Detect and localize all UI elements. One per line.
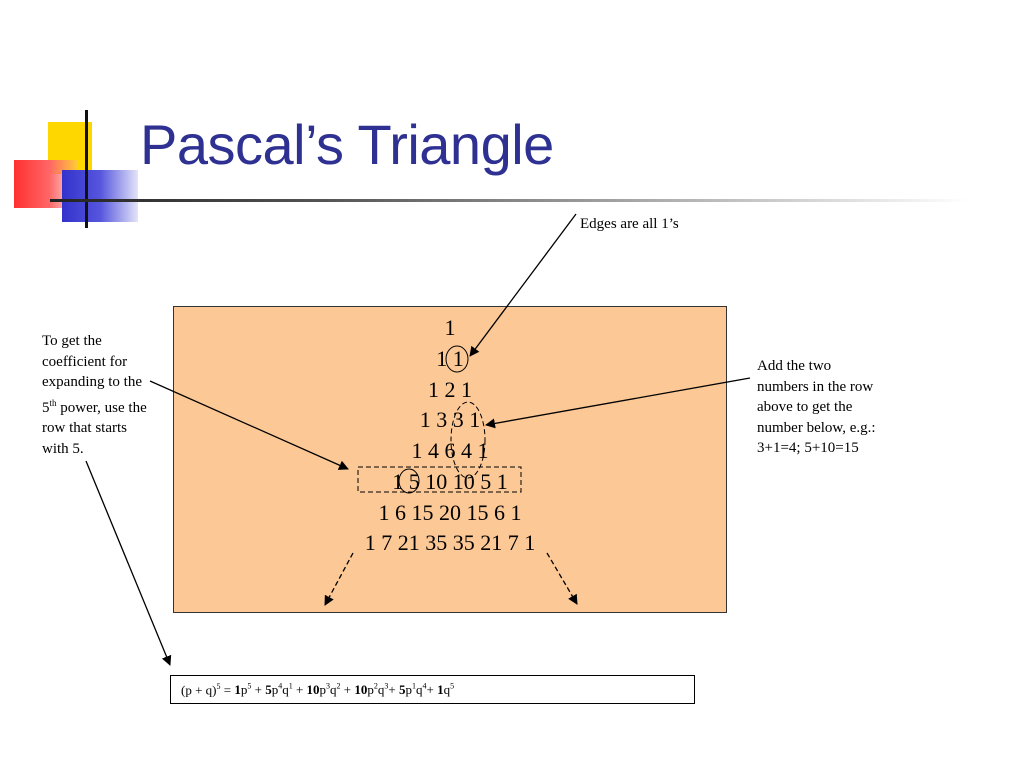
term-separator: + [340,682,355,698]
term-variable: q [330,682,337,698]
term-exponent: 5 [247,682,252,691]
triangle-row: 1 5 10 10 5 1 [392,469,508,494]
term-variable: q [377,682,385,698]
term-exponent: 5 [450,682,455,691]
add-rule-line: number below, e.g.: [757,419,876,436]
highlight-circle [398,468,420,494]
sum-oval [450,401,486,479]
edges-note: Edges are all 1’s [580,216,679,232]
term-separator: + [292,682,307,698]
term-coefficient: 5 [265,682,272,698]
term-coefficient: 10 [306,682,320,698]
term-coefficient: 10 [354,682,368,698]
add-rule-line: 3+1=4; 5+10=15 [757,440,859,456]
term-separator: + [426,682,438,698]
add-rule-line: Add the two [757,358,832,374]
triangle-panel [173,306,727,613]
formula-arrow [85,460,172,666]
term-exponent: 4 [422,682,427,691]
term-exponent: 2 [336,682,341,691]
term-variable: p [367,682,374,698]
triangle-row: 1 2 1 [428,377,472,402]
term-variable: p [271,682,279,698]
formula-lhs-exponent: 5 [216,682,221,691]
coef-power: 5 [42,399,50,416]
coefficient-note: To get the coefficient for expanding to … [42,331,172,459]
term-variable: q [443,682,451,698]
add-rule-line: above to get the [757,399,853,415]
term-exponent: 1 [288,682,293,691]
logo-vertical-rule [85,110,88,228]
triangle-row: 1 1 [436,346,464,371]
term-variable: p [240,682,248,698]
term-separator: + [388,682,399,698]
formula-equals: = [220,682,235,698]
coef-power-suffix: th [49,397,57,408]
binomial-expansion-formula: (p + q)5 = 1p5 + 5p4q1 + 10p3q2 + 10p2q3… [170,675,695,704]
slide-title: Pascal’s Triangle [140,113,554,176]
term-variable: p [405,682,412,698]
term-variable: q [415,682,423,698]
add-rule-note: Add the two numbers in the row above to … [757,356,907,459]
triangle-row: 1 3 3 1 [419,407,481,432]
term-separator: + [251,682,266,698]
term-coefficient: 1 [234,682,241,698]
logo-blue-gradient [62,170,138,222]
coef-line: expanding to the [42,374,142,390]
term-coefficient: 1 [437,682,444,698]
edges-arrow [469,213,577,357]
term-exponent: 3 [326,682,331,691]
formula-lhs: (p + q) [181,682,217,698]
term-exponent: 1 [411,682,416,691]
title-underline-rule [50,199,970,202]
continuation-arrow-left [324,552,354,606]
coefficient-arrow [149,380,349,470]
add-rule-line: numbers in the row [757,378,874,395]
term-variable: q [282,682,289,698]
term-coefficient: 5 [398,682,406,698]
coef-line: coefficient for [42,353,128,370]
coef-line: To get the [42,333,102,349]
coef-line-rest: power, use the [56,399,147,416]
highlight-circle [445,345,469,373]
continuation-arrow-right [546,552,578,605]
term-exponent: 3 [384,682,389,691]
coef-line: 5th power, use the [42,393,172,419]
triangle-row: 1 6 15 20 15 6 1 [378,500,522,525]
term-exponent: 4 [278,682,283,691]
formula-terms: 1p5 + 5p4q1 + 10p3q2 + 10p2q3+ 5p1q4+ 1q… [234,682,454,697]
triangle-row: 1 7 21 35 35 21 7 1 [364,530,536,555]
add-arrow [485,377,751,429]
triangle-row: 1 [444,315,456,340]
triangle-row: 1 4 6 4 1 [411,438,489,463]
row-highlight-box [357,466,522,493]
term-variable: p [319,682,327,698]
coef-line: with 5. [42,440,84,457]
term-exponent: 2 [373,682,378,691]
coef-line: row that starts [42,420,127,436]
